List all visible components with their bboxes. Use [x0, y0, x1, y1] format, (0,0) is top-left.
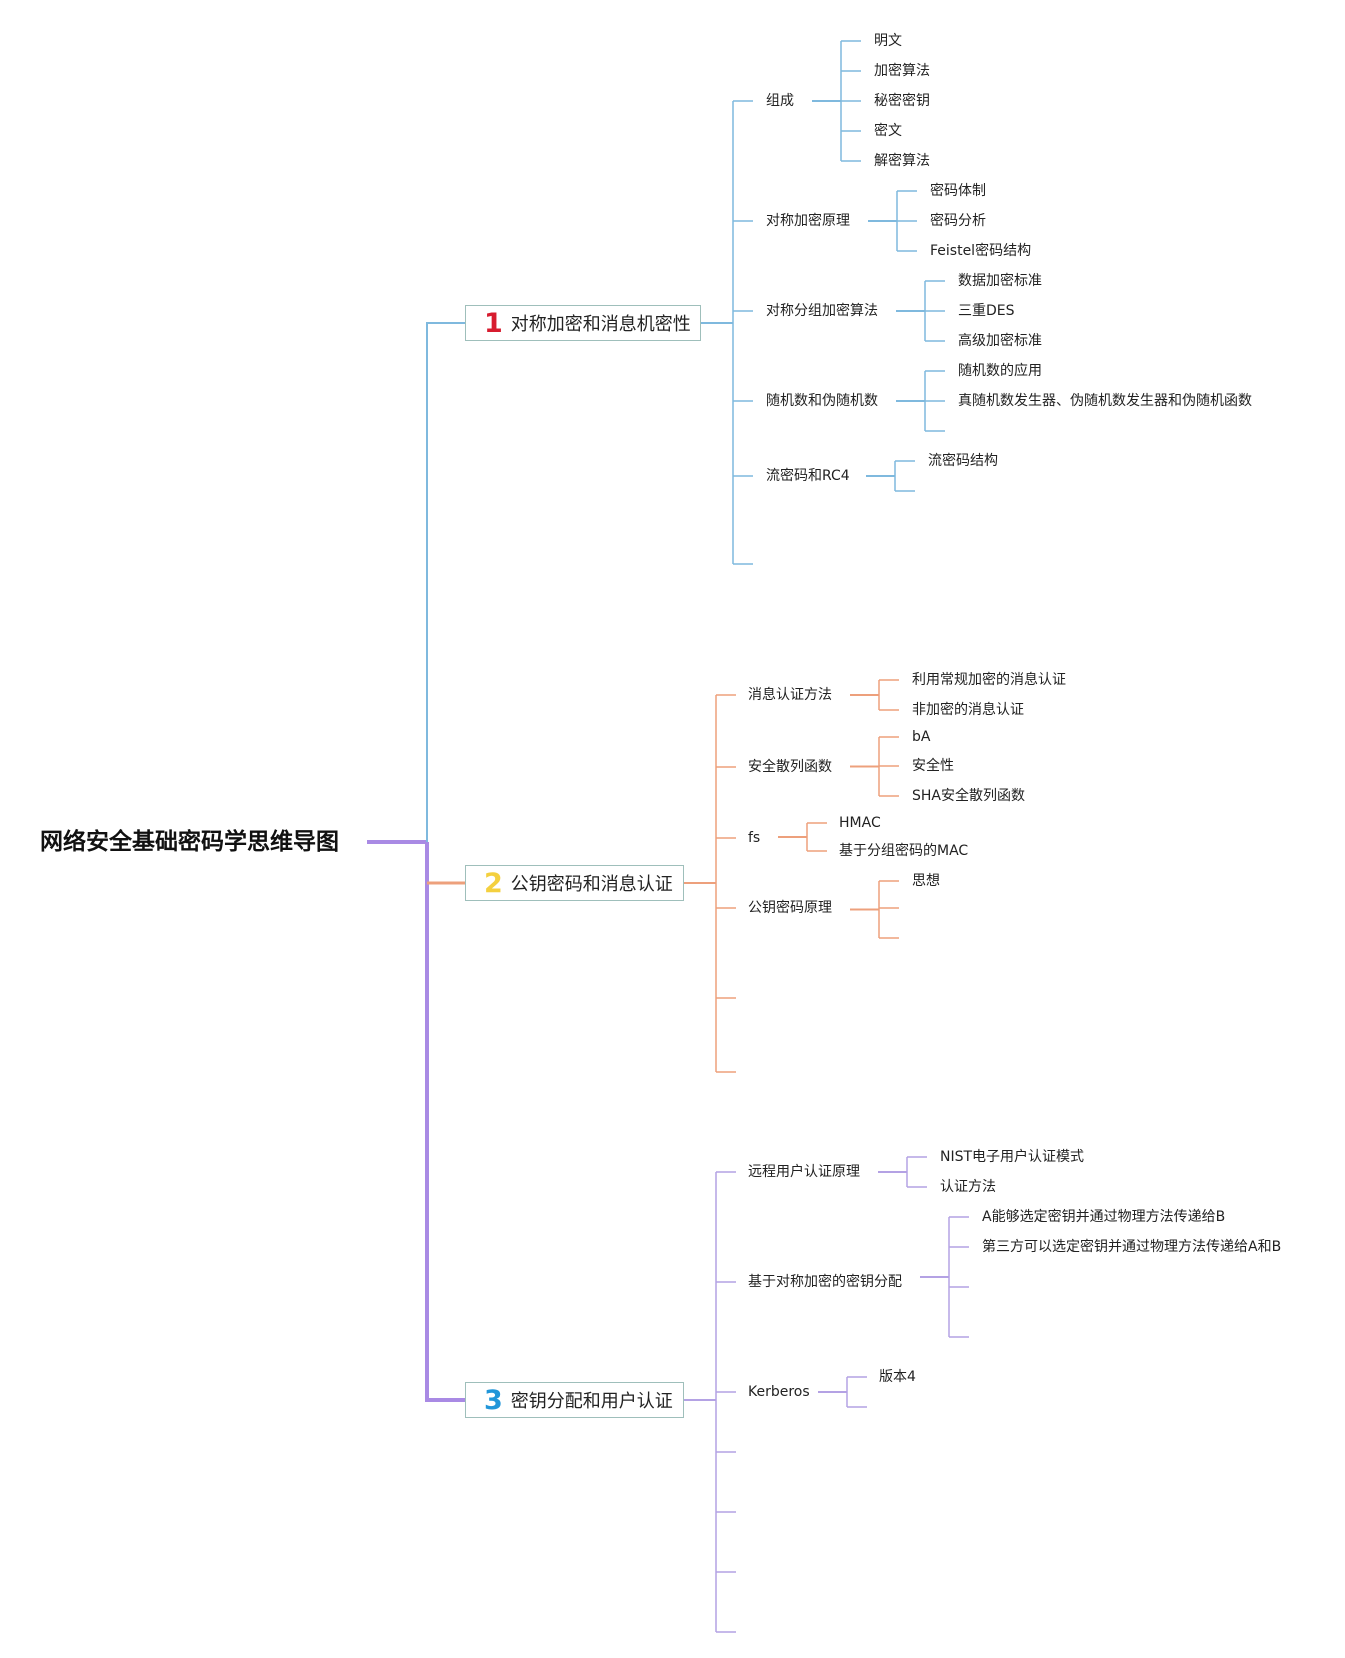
leaf-label[interactable]: 数据加密标准: [958, 273, 1042, 289]
topic-label[interactable]: 基于对称加密的密钥分配: [748, 1274, 902, 1290]
root-to-branch1-line: [426, 322, 465, 842]
leaf-label[interactable]: 随机数的应用: [958, 363, 1042, 379]
topic-label[interactable]: 随机数和伪随机数: [766, 393, 878, 409]
topic-label[interactable]: 远程用户认证原理: [748, 1164, 860, 1180]
root-to-branch3-line: [425, 842, 465, 1402]
leaf-label[interactable]: 三重DES: [958, 303, 1015, 319]
leaf-label[interactable]: 解密算法: [874, 153, 930, 169]
topic-label[interactable]: fs: [748, 830, 761, 846]
leaf-label[interactable]: 流密码结构: [928, 453, 998, 469]
main-node-1[interactable]: 1 对称加密和消息机密性: [465, 305, 701, 341]
number-badge-1: 1: [484, 307, 503, 339]
topic-label[interactable]: 对称加密原理: [766, 213, 850, 229]
leaf-label[interactable]: HMAC: [839, 815, 881, 831]
topic-label[interactable]: 对称分组加密算法: [766, 303, 878, 319]
leaf-label[interactable]: 高级加密标准: [958, 333, 1042, 349]
main-node-2[interactable]: 2 公钥密码和消息认证: [465, 865, 684, 901]
topic-label[interactable]: Kerberos: [748, 1384, 810, 1400]
leaf-label[interactable]: Feistel密码结构: [930, 243, 1032, 259]
root-title[interactable]: 网络安全基础密码学思维导图: [40, 829, 339, 855]
leaf-label[interactable]: 真随机数发生器、伪随机数发生器和伪随机函数: [958, 393, 1252, 409]
leaf-label[interactable]: 密文: [874, 123, 902, 139]
leaf-label[interactable]: 明文: [874, 33, 902, 49]
leaf-label[interactable]: 第三方可以选定密钥并通过物理方法传递给A和B: [982, 1239, 1282, 1255]
leaf-label[interactable]: 版本4: [879, 1369, 916, 1385]
leaf-label[interactable]: 安全性: [912, 758, 954, 774]
leaf-label[interactable]: 基于分组密码的MAC: [839, 843, 969, 859]
topic-label[interactable]: 安全散列函数: [748, 759, 832, 775]
topic-label[interactable]: 消息认证方法: [748, 687, 832, 703]
main-node-1-label: 对称加密和消息机密性: [510, 314, 691, 335]
leaf-label[interactable]: 非加密的消息认证: [912, 702, 1024, 718]
leaf-label[interactable]: SHA安全散列函数: [912, 788, 1025, 804]
leaf-label[interactable]: 认证方法: [940, 1179, 996, 1195]
main-node-3[interactable]: 3 密钥分配和用户认证: [465, 1382, 684, 1418]
leaf-label[interactable]: A能够选定密钥并通过物理方法传递给B: [982, 1209, 1226, 1225]
leaf-label[interactable]: 思想: [912, 873, 940, 889]
leaf-label[interactable]: 密码分析: [930, 213, 986, 229]
topic-label[interactable]: 组成: [766, 93, 794, 109]
topic-label[interactable]: 流密码和RC4: [766, 468, 850, 484]
main-node-2-label: 公钥密码和消息认证: [510, 874, 673, 895]
topic-label[interactable]: 公钥密码原理: [748, 900, 832, 916]
leaf-label[interactable]: 加密算法: [874, 63, 930, 79]
leaf-label[interactable]: bA: [912, 729, 931, 745]
number-badge-2: 2: [484, 867, 503, 899]
number-badge-3: 3: [484, 1384, 503, 1416]
leaf-label[interactable]: 秘密密钥: [874, 93, 930, 109]
main-node-3-label: 密钥分配和用户认证: [510, 1391, 673, 1412]
leaf-label[interactable]: 密码体制: [930, 183, 986, 199]
leaf-label[interactable]: 利用常规加密的消息认证: [912, 672, 1066, 688]
leaf-label[interactable]: NIST电子用户认证模式: [940, 1149, 1085, 1165]
